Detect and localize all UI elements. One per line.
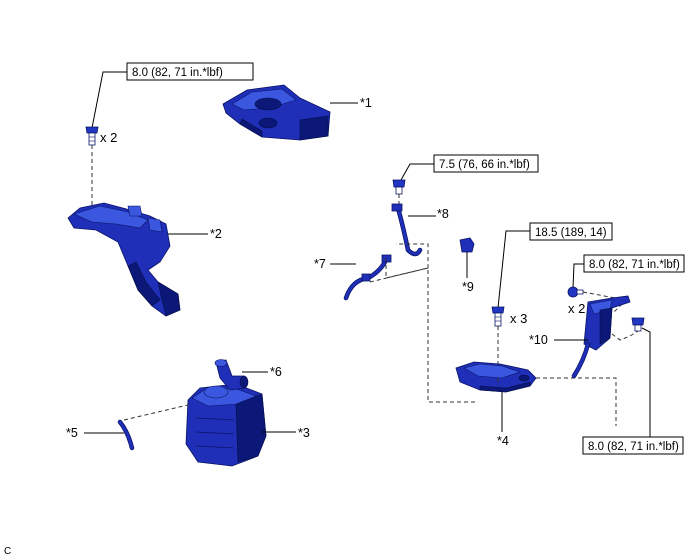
callout-9: *9 [462, 280, 474, 294]
callout-2: *2 [210, 227, 222, 241]
torque-spec-1: 8.0 (82, 71 in.*lbf) [91, 62, 254, 129]
part-9-clip [459, 237, 475, 253]
callout-5: *5 [66, 426, 78, 440]
torque-spec-5-text: 8.0 (82, 71 in.*lbf) [588, 441, 679, 453]
figure-code: C [4, 546, 11, 557]
callout-8: *8 [437, 207, 449, 221]
part-10-ecu [571, 295, 631, 379]
torque-spec-4: 8.0 (82, 71 in.*lbf) [572, 254, 685, 289]
torque-spec-1-leader [91, 71, 127, 129]
part-3-air-cleaner [185, 383, 267, 467]
torque-spec-5-box [582, 436, 684, 455]
torque-spec-1-text: 8.0 (82, 71 in.*lbf) [132, 67, 223, 79]
torque-spec-4-text: 8.0 (82, 71 in.*lbf) [589, 259, 680, 271]
torque-spec-5: 8.0 (82, 71 in.*lbf) [582, 327, 684, 455]
callout-6: *6 [270, 365, 282, 379]
callout-3: *3 [298, 426, 310, 440]
harness-to-bracket-dash [427, 270, 478, 403]
part-4-bracket [455, 361, 537, 393]
torque-spec-4-leader [572, 263, 584, 289]
quantity-label-3: x 2 [568, 301, 585, 316]
part-5-dash [123, 403, 193, 421]
torque-spec-3-text: 18.5 (189, 14) [535, 227, 607, 239]
torque-spec-2-leader [400, 163, 434, 181]
part-5-tube [117, 419, 135, 451]
torque-spec-2-text: 7.5 (76, 66 in.*lbf) [439, 159, 530, 171]
torque-spec-5-leader [641, 327, 651, 437]
bolt-2 [392, 179, 406, 195]
callout-7: *7 [314, 257, 326, 271]
bolt-4 [567, 286, 584, 298]
part-4-dash [536, 377, 617, 426]
bolt-1 [85, 126, 99, 146]
part-7-harness [343, 254, 392, 301]
bolt-5-dash [611, 330, 639, 341]
callout-4: *4 [497, 434, 509, 448]
callout-1: *1 [360, 96, 372, 110]
callout-10: *10 [529, 333, 548, 347]
part-1-engine-cover [222, 84, 331, 141]
part-8-harness [391, 203, 423, 257]
quantity-label-2: x 3 [510, 311, 527, 326]
torque-spec-3: 18.5 (189, 14) [497, 222, 613, 309]
quantity-label-1: x 2 [100, 130, 117, 145]
torque-spec-2: 7.5 (76, 66 in.*lbf) [400, 154, 539, 181]
bolt-5 [631, 317, 645, 332]
bolt-3 [491, 306, 505, 327]
torque-spec-3-leader [497, 230, 530, 309]
harness-dash-link [369, 267, 429, 283]
part-2-bracket [67, 202, 181, 317]
part-6-hose [214, 359, 249, 391]
